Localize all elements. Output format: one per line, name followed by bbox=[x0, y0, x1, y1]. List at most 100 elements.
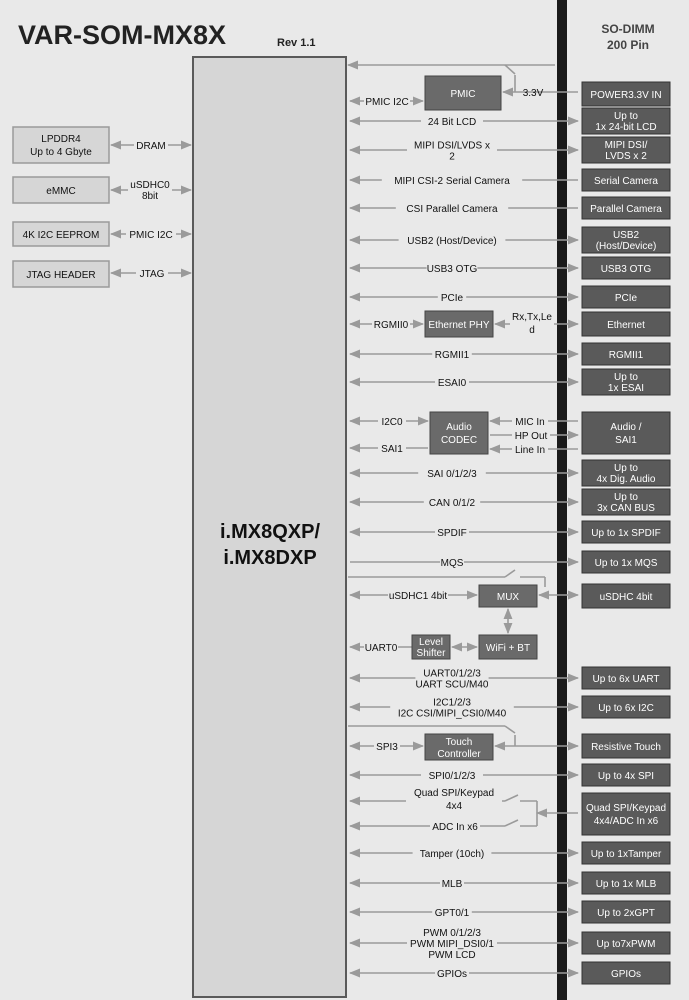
quad-spi-group: Quad SPI/Keypad 4x4 ADC In x6 Quad SPI/K… bbox=[348, 784, 671, 836]
signal-label-bg bbox=[435, 376, 469, 389]
touch-controller-label-line2: Controller bbox=[437, 749, 481, 760]
emmc-label: eMMC bbox=[46, 186, 75, 197]
sodimm-pin-label: LVDS x 2 bbox=[605, 151, 647, 162]
pin-quad-spi-label-line1: Quad SPI/Keypad bbox=[586, 803, 666, 814]
signal-label: PWM LCD bbox=[428, 950, 475, 961]
signal-label: CAN 0/1/2 bbox=[429, 498, 476, 509]
sodimm-pin bbox=[581, 226, 671, 254]
mux-block bbox=[478, 584, 538, 608]
pin-usdhc bbox=[581, 583, 671, 609]
sodimm-pin-label: Up to 6x UART bbox=[592, 674, 659, 685]
signal-label-bg bbox=[390, 695, 514, 720]
sodimm-pin-label: Up to 6x I2C bbox=[598, 703, 654, 714]
sodimm-pin bbox=[581, 368, 671, 396]
audio-codec-label-line2: CODEC bbox=[441, 435, 477, 446]
wifi-bt-block bbox=[478, 634, 538, 660]
soc-label-line1: i.MX8QXP/ bbox=[220, 521, 320, 543]
pin-power-label: POWER3.3V IN bbox=[590, 90, 661, 101]
signal-label-bg bbox=[435, 967, 469, 980]
signal-label: SPDIF bbox=[437, 528, 466, 539]
signal-label: I2C CSI/MIPI_CSI0/M40 bbox=[398, 709, 507, 720]
signal-row: CSI Parallel Camera Parallel Camera bbox=[348, 196, 671, 220]
usdhc0-bus-label: uSDHC0 bbox=[130, 180, 170, 191]
signal-label: 2 bbox=[449, 152, 455, 163]
line-in-label: Line In bbox=[515, 445, 545, 456]
revision-label: Rev 1.1 bbox=[277, 37, 316, 49]
ethernet-group: RGMII0 Ethernet PHY Rx,Tx,Le d Ethernet bbox=[348, 310, 671, 338]
sodimm-pin bbox=[581, 136, 671, 164]
sodimm-pin-label: 1x ESAI bbox=[608, 383, 644, 394]
signal-label-bg bbox=[398, 234, 506, 247]
soc-block bbox=[192, 56, 347, 998]
sodimm-pin bbox=[581, 961, 671, 985]
level-shifter-label-line1: Level bbox=[419, 637, 443, 648]
uart0-label: UART0 bbox=[365, 643, 398, 654]
signal-label-bg bbox=[437, 291, 467, 304]
signal-row: SPDIF Up to 1x SPDIF bbox=[348, 520, 671, 544]
rgmii0-label: RGMII0 bbox=[374, 320, 409, 331]
power-group: 3.3V PMIC PMIC I2C POWER3.3V IN bbox=[346, 60, 671, 111]
sodimm-pin-label: USB2 bbox=[613, 230, 640, 241]
signal-label: PWM 0/1/2/3 bbox=[423, 928, 481, 939]
eeprom-bus-label: PMIC I2C bbox=[129, 230, 172, 241]
level-shifter-label-line2: Shifter bbox=[417, 648, 447, 659]
connector-title-line2: 200 Pin bbox=[607, 38, 649, 52]
pin-audio-label-line2: SAI1 bbox=[615, 435, 637, 446]
usdhc0-width-label: 8bit bbox=[142, 191, 158, 202]
sodimm-pin-label: USB3 OTG bbox=[601, 264, 652, 275]
adc-bus-label: ADC In x6 bbox=[432, 822, 478, 833]
level-shifter-block bbox=[411, 634, 451, 660]
sodimm-pin-label: GPIOs bbox=[611, 969, 641, 980]
v33-label: 3.3V bbox=[523, 88, 544, 99]
signal-label-bg bbox=[423, 496, 481, 509]
signal-label-bg bbox=[407, 926, 497, 961]
sodimm-pin bbox=[581, 520, 671, 544]
signal-label-bg bbox=[395, 202, 509, 215]
signal-label: I2C1/2/3 bbox=[433, 698, 471, 709]
signal-label: GPT0/1 bbox=[435, 908, 470, 919]
pin-quad-spi bbox=[581, 792, 671, 836]
signal-label-bg bbox=[432, 348, 472, 361]
sodimm-pin bbox=[581, 666, 671, 690]
signal-label: UART SCU/M40 bbox=[416, 680, 489, 691]
pin-audio bbox=[581, 411, 671, 455]
pmic-i2c-label: PMIC I2C bbox=[365, 97, 408, 108]
sodimm-pin-label: 4x Dig. Audio bbox=[597, 474, 656, 485]
sodimm-pin bbox=[581, 196, 671, 220]
signal-label: 24 Bit LCD bbox=[428, 117, 476, 128]
quad-spi-bus-label-line1: Quad SPI/Keypad bbox=[414, 788, 494, 799]
signal-label: ESAI0 bbox=[438, 378, 467, 389]
jtag-bus-label: JTAG bbox=[140, 269, 165, 280]
signal-row: MIPI CSI-2 Serial Camera Serial Camera bbox=[348, 168, 671, 192]
signal-label: CSI Parallel Camera bbox=[406, 204, 498, 215]
signal-label: MIPI CSI-2 Serial Camera bbox=[394, 176, 510, 187]
signal-label-bg bbox=[421, 115, 483, 128]
sodimm-pin bbox=[581, 550, 671, 574]
sodimm-pin-label: Serial Camera bbox=[594, 176, 658, 187]
sodimm-pin-label: Up to bbox=[614, 372, 638, 383]
sodimm-pin-label: RGMII1 bbox=[609, 350, 644, 361]
sodimm-pin-label: Up to 1x SPDIF bbox=[591, 528, 660, 539]
signal-label: MLB bbox=[442, 879, 463, 890]
sodimm-pin-label: Up to 1xTamper bbox=[591, 849, 662, 860]
sodimm-pin-label: Parallel Camera bbox=[590, 204, 662, 215]
connector-title-line1: SO-DIMM bbox=[601, 22, 654, 36]
sodimm-pin-label: 3x CAN BUS bbox=[597, 503, 655, 514]
signal-label-bg bbox=[440, 877, 464, 890]
signal-row: USB2 (Host/Device)USB2(Host/Device) bbox=[348, 226, 671, 254]
hp-out-label: HP Out bbox=[515, 431, 548, 442]
usdhc1-label: uSDHC1 4bit bbox=[389, 591, 448, 602]
rxtxled-label-line2: d bbox=[529, 325, 535, 336]
eeprom-label: 4K I2C EEPROM bbox=[23, 230, 100, 241]
signal-label-bg bbox=[421, 769, 483, 782]
signal-label-bg bbox=[412, 847, 492, 860]
